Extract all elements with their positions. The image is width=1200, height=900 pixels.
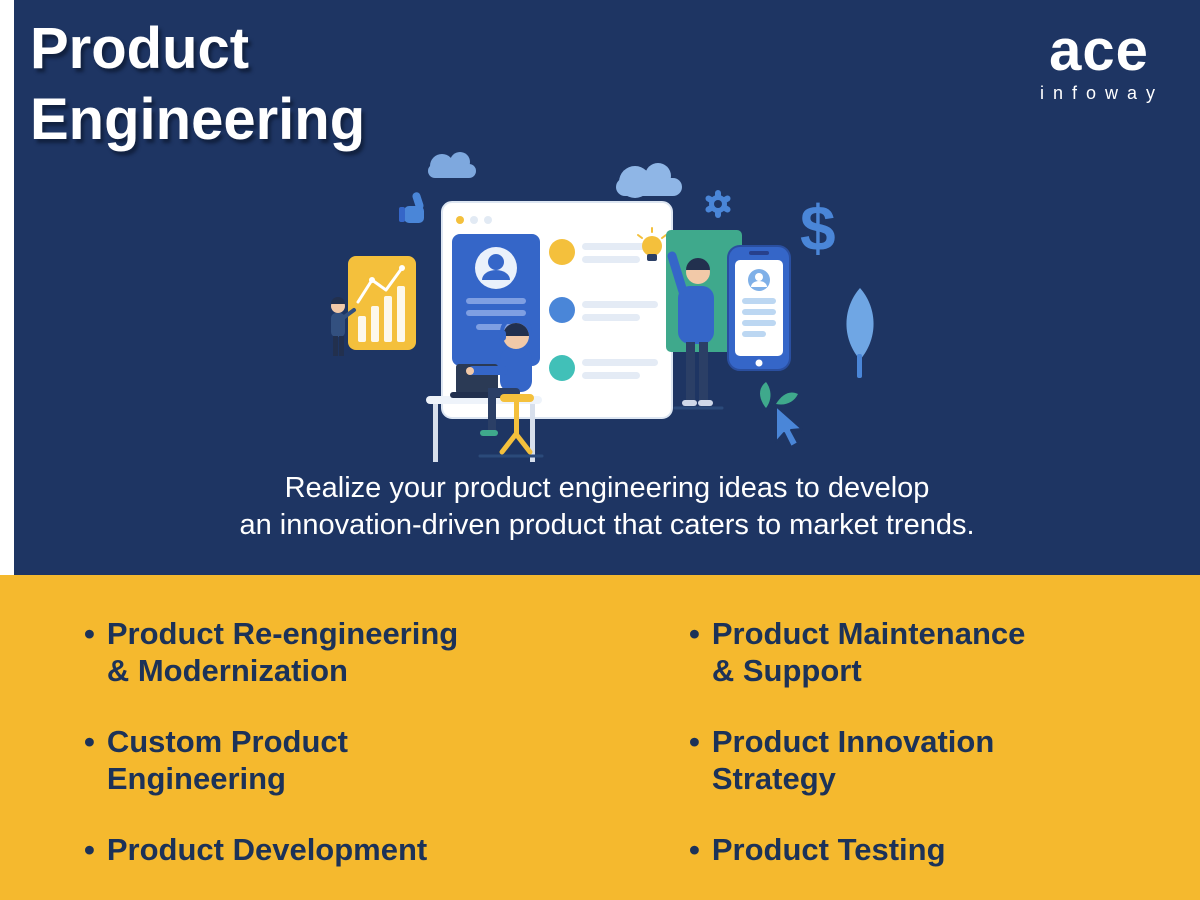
bullet-icon: •: [84, 724, 95, 759]
lightbulb-icon: [637, 227, 667, 261]
list-item-line: Product Re-engineering: [106, 616, 459, 651]
page-title: Product Engineering: [30, 14, 365, 156]
presenter-person: [331, 297, 356, 356]
list-item-text: Product Re-engineering & Modernization: [107, 615, 458, 689]
bullet-icon: •: [84, 616, 95, 651]
title-line-2: Engineering: [30, 86, 366, 152]
thumbs-up-icon: [399, 192, 424, 223]
list-item-line: Product Testing: [711, 832, 946, 867]
cloud-icon-small: [428, 152, 476, 178]
logo-subtext: infoway: [1039, 83, 1164, 103]
list-item-line: & Modernization: [106, 653, 348, 688]
tree-icon: [846, 288, 874, 378]
list-item-line: Strategy: [711, 761, 836, 796]
list-item: • Custom Product Engineering: [84, 723, 689, 797]
list-item-text: Product Maintenance & Support: [712, 615, 1026, 689]
list-item: • Product Testing: [689, 831, 1200, 868]
list-item-line: Custom Product: [106, 724, 348, 759]
list-item-text: Product Innovation Strategy: [712, 723, 994, 797]
list-item: • Product Maintenance & Support: [689, 615, 1200, 689]
top-section: Product Engineering ace infoway: [14, 0, 1200, 575]
bullet-icon: •: [689, 832, 700, 867]
sitting-person: [466, 316, 544, 458]
list-item-line: Product Development: [106, 832, 428, 867]
services-column-left: • Product Re-engineering & Modernization…: [84, 615, 689, 900]
title-line-1: Product: [30, 16, 250, 81]
list-item: • Product Development: [84, 831, 689, 868]
gear-icon: [705, 190, 731, 218]
tagline-line-1: Realize your product engineering ideas t…: [284, 472, 930, 504]
bullet-icon: •: [84, 832, 95, 867]
list-item-text: Custom Product Engineering: [107, 723, 348, 797]
leaf-icon: [760, 382, 798, 408]
list-item-text: Product Development: [107, 831, 427, 868]
product-engineering-illustration: $: [331, 152, 874, 462]
tagline-line-2: an innovation-driven product that caters…: [239, 509, 975, 541]
chart-panel: [348, 256, 416, 350]
list-item-text: Product Testing: [712, 831, 946, 868]
bullet-icon: •: [689, 616, 700, 651]
logo-wordmark: ace: [1049, 18, 1149, 83]
dollar-icon: $: [800, 192, 836, 264]
services-section: • Product Re-engineering & Modernization…: [0, 575, 1200, 900]
bullet-icon: •: [689, 724, 700, 759]
list-item: • Product Innovation Strategy: [689, 723, 1200, 797]
list-item: • Product Re-engineering & Modernization: [84, 615, 689, 689]
phone: [727, 245, 791, 371]
services-column-right: • Product Maintenance & Support • Produc…: [689, 615, 1200, 900]
cursor-icon: [775, 405, 803, 448]
list-item-line: & Support: [711, 653, 862, 688]
list-item-line: Product Innovation: [711, 724, 995, 759]
list-item-line: Engineering: [106, 761, 286, 796]
cloud-icon-large: [616, 163, 682, 198]
list-item-line: Product Maintenance: [711, 616, 1026, 651]
brand-logo: ace infoway: [1034, 22, 1164, 104]
standing-person: [667, 251, 724, 410]
tagline: Realize your product engineering ideas t…: [14, 470, 1200, 544]
